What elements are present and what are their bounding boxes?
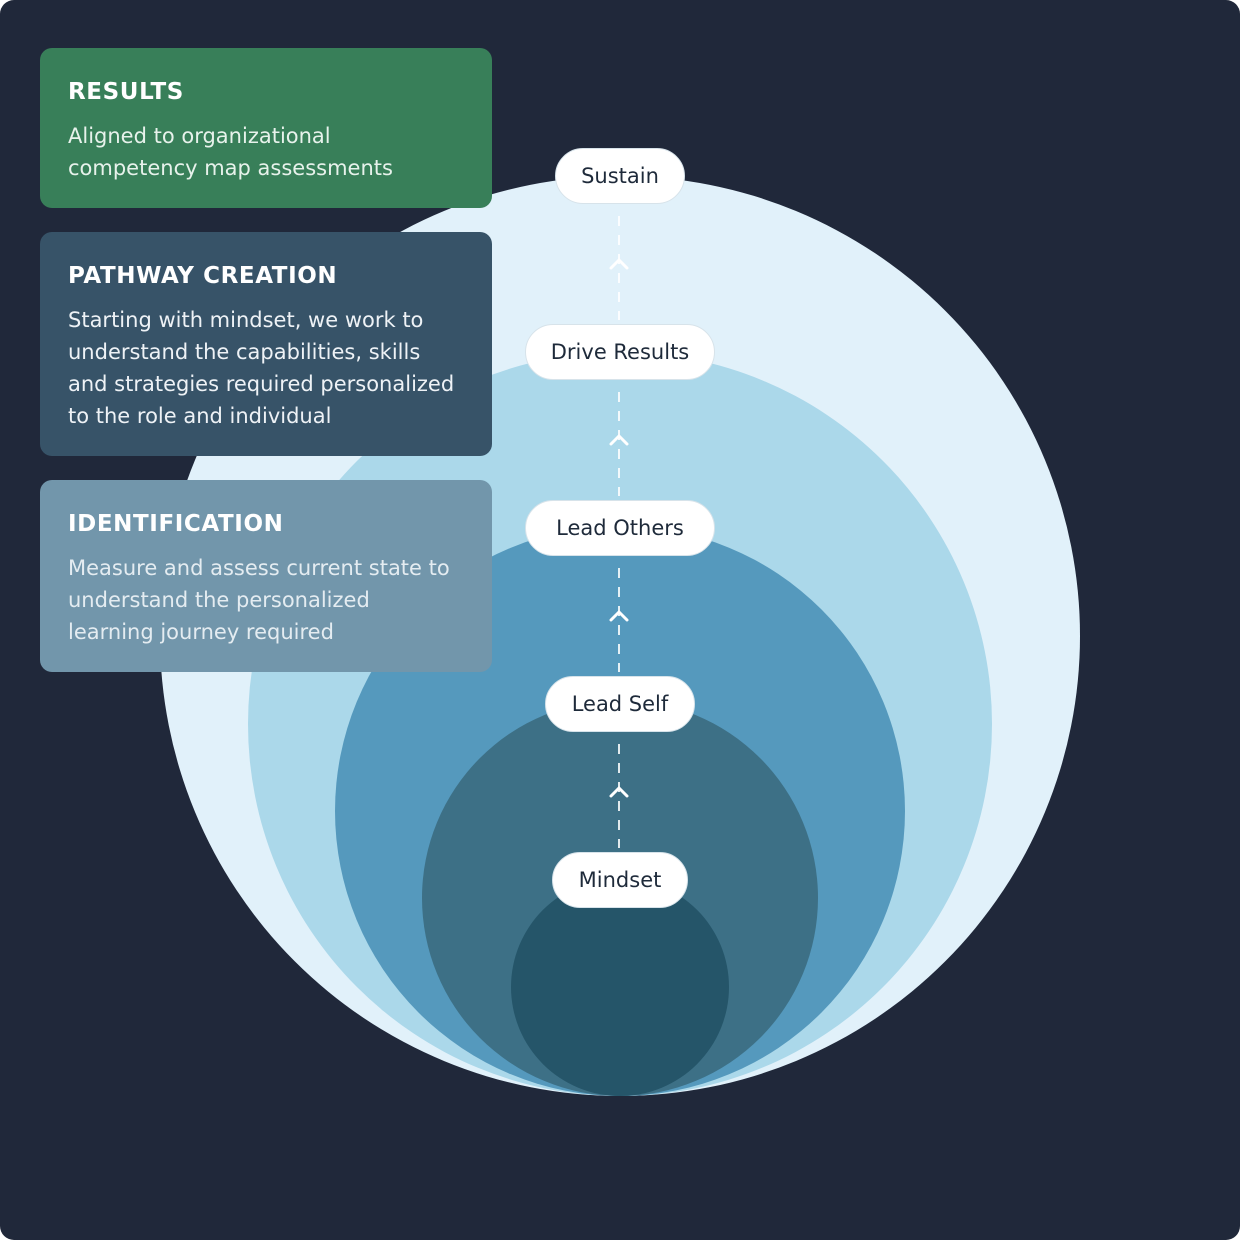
identification-card-title: IDENTIFICATION (68, 511, 284, 537)
pathway-creation-card: PATHWAY CREATION Starting with mindset, … (40, 232, 492, 456)
stage-pill-lead-self: Lead Self (545, 676, 695, 732)
results-card-title: RESULTS (68, 79, 184, 105)
identification-card: IDENTIFICATION Measure and assess curren… (40, 480, 492, 672)
stage-pill-sustain: Sustain (555, 148, 685, 204)
progression-path (609, 216, 629, 848)
identification-card-body: Measure and assess current state to unde… (68, 556, 450, 644)
stage-pill-lead-others: Lead Others (525, 500, 715, 556)
results-card: RESULTS Aligned to organizational compet… (40, 48, 492, 208)
pathway-creation-card-body: Starting with mindset, we work to unders… (68, 308, 455, 428)
pathway-creation-card-title: PATHWAY CREATION (68, 263, 338, 289)
chevron-up-icon (609, 258, 629, 270)
stage-pill-drive-results: Drive Results (525, 324, 715, 380)
results-card-body: Aligned to organizational competency map… (68, 124, 393, 180)
stage-pill-mindset: Mindset (552, 852, 688, 908)
chevron-up-icon (609, 434, 629, 446)
chevron-up-icon (609, 786, 629, 798)
ring-mindset (511, 878, 729, 1096)
chevron-up-icon (609, 610, 629, 622)
